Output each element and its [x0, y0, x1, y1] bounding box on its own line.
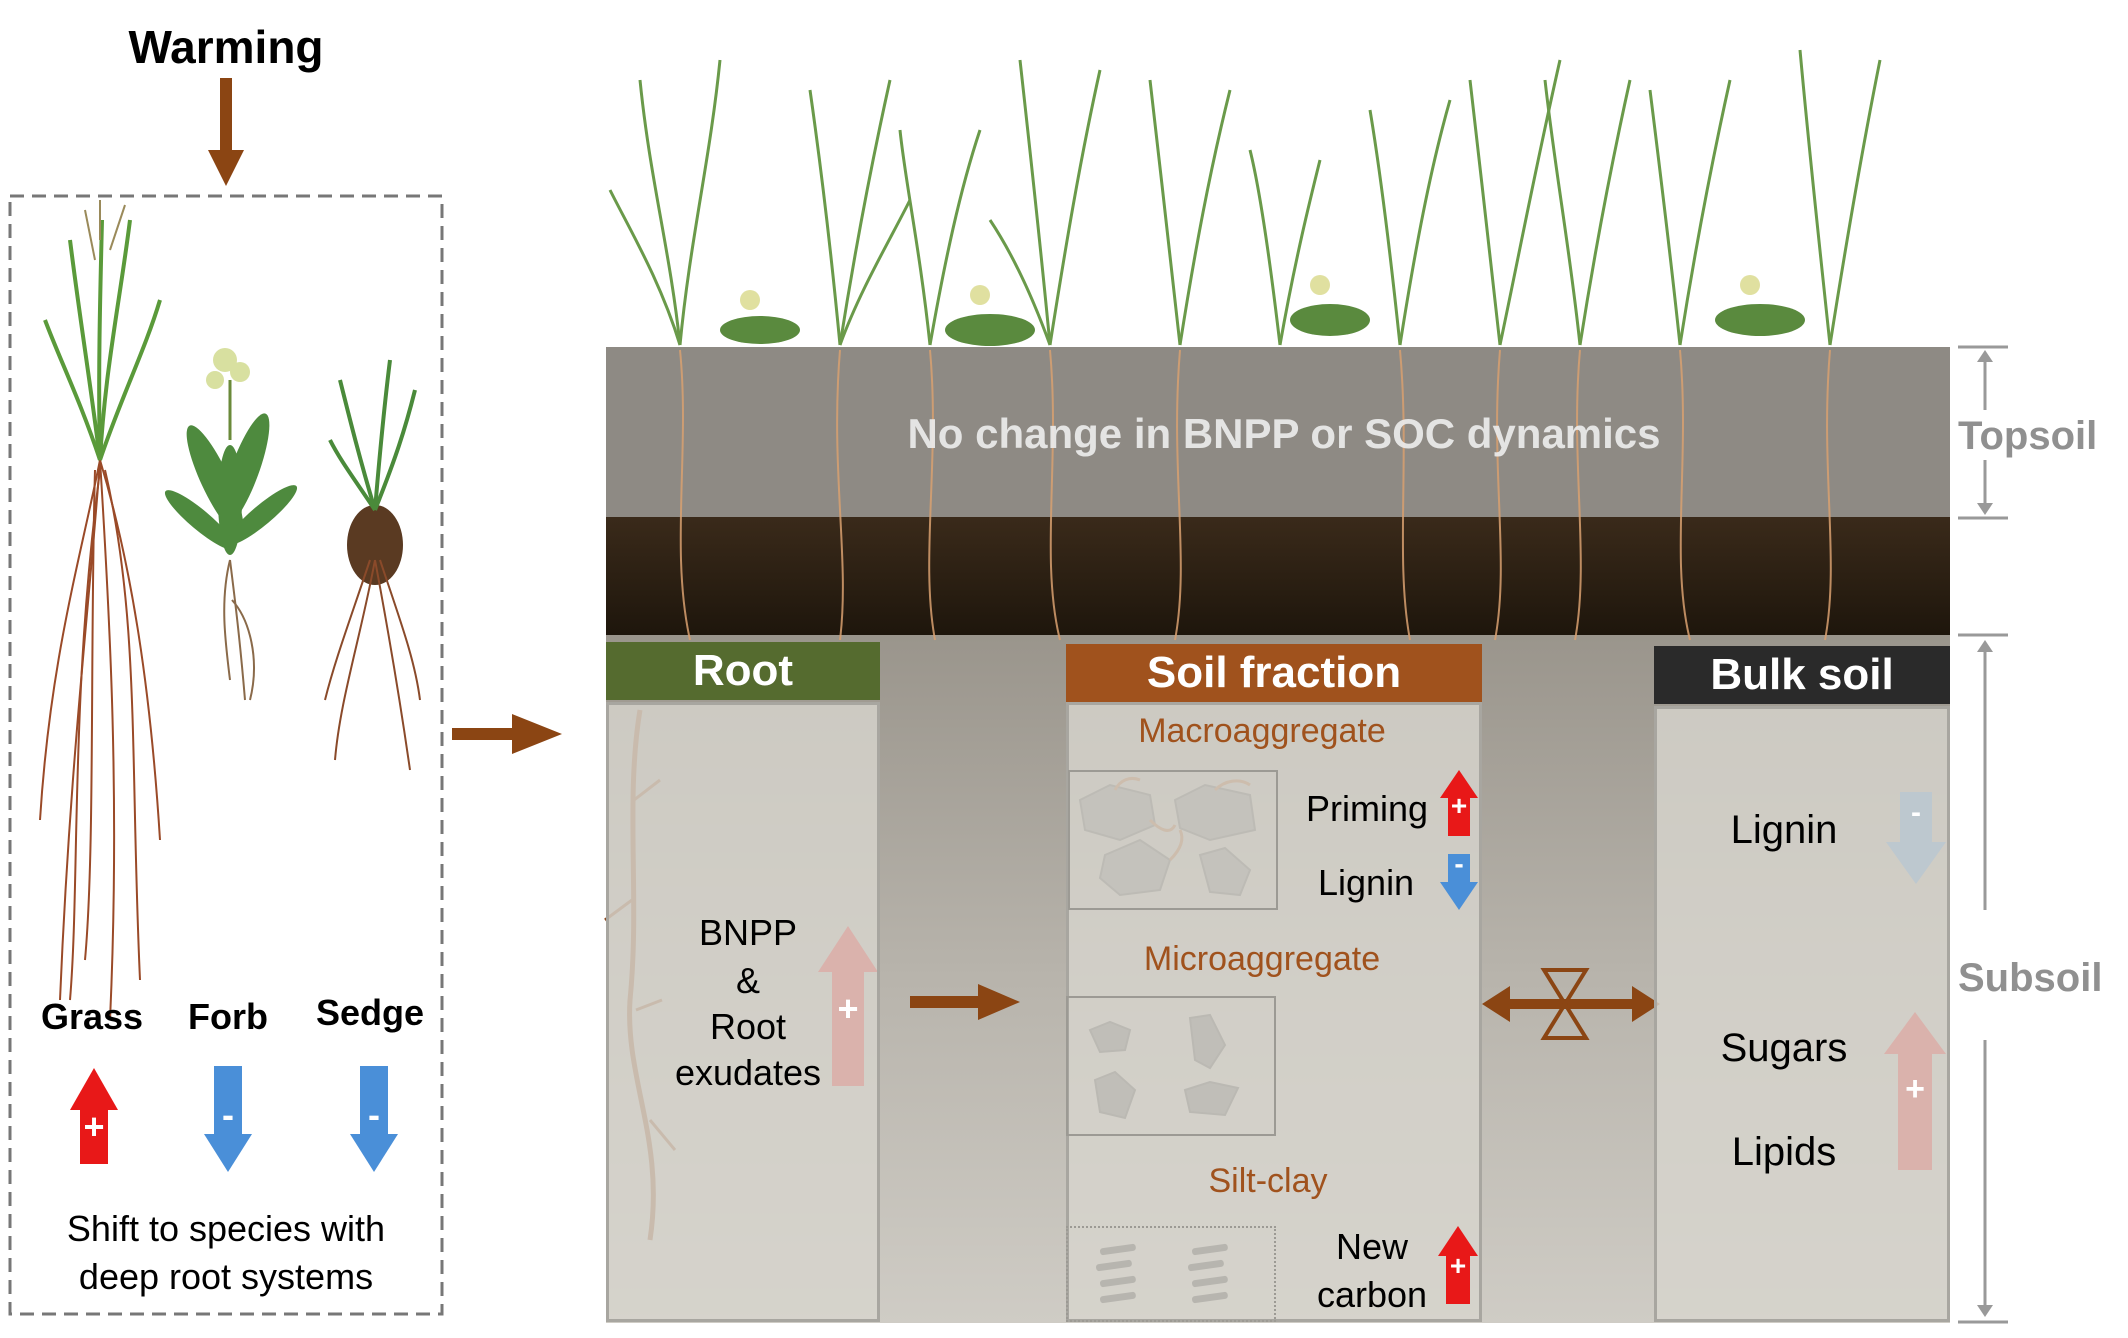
root-panel	[606, 702, 880, 1322]
microaggregate-label: Microaggregate	[1143, 940, 1381, 978]
flow-arrow-root-to-fraction	[910, 984, 1020, 1020]
new-carbon-line1: New	[1335, 1226, 1409, 1267]
grass-up-arrow	[70, 1068, 118, 1164]
bulk-lignin-label: Lignin	[1730, 808, 1838, 852]
priming-label: Priming	[1306, 788, 1429, 829]
bulk-soil-panel	[1654, 706, 1950, 1322]
fraction-lignin-sign: -	[1454, 848, 1464, 879]
topsoil-message: No change in BNPP or SOC dynamics	[907, 410, 1661, 457]
sugars-label: Sugars	[1720, 1026, 1848, 1070]
species-caption-line1: Shift to species with	[66, 1208, 386, 1249]
subsoil-bracket	[1958, 633, 2008, 1324]
silt-clay-label: Silt-clay	[1208, 1162, 1328, 1200]
topsoil-label: Topsoil	[1958, 414, 2098, 458]
root-sign: +	[837, 988, 859, 1029]
lipids-label: Lipids	[1731, 1130, 1837, 1174]
flow-arrow-species-to-profile	[452, 714, 562, 754]
warming-arrow	[208, 78, 244, 186]
species-label-sedge: Sedge	[315, 992, 425, 1033]
root-text-and: &	[735, 960, 761, 1001]
subsoil-label: Subsoil	[1958, 956, 2103, 1000]
species-label-grass: Grass	[40, 996, 144, 1037]
root-text-root: Root	[709, 1006, 787, 1047]
sedge-down-arrow	[350, 1066, 398, 1172]
topsoil-bracket	[1958, 345, 2008, 520]
macroaggregate-box	[1068, 770, 1278, 910]
new-carbon-line2: carbon	[1316, 1274, 1428, 1315]
bulk-sugars-lipids-sign: +	[1905, 1070, 1925, 1108]
sedge-sign: -	[368, 1094, 380, 1135]
grass-plant-illustration	[39, 200, 162, 1021]
grass-sign: +	[83, 1106, 105, 1147]
canopy-grass	[608, 49, 1882, 346]
forb-sign: -	[222, 1094, 234, 1135]
soil-fraction-header: Soil fraction	[1066, 644, 1482, 702]
fraction-lignin-label: Lignin	[1318, 862, 1415, 903]
bulk-lignin-sign: -	[1911, 796, 1921, 829]
sedge-plant-illustration	[324, 359, 421, 771]
bulk-soil-header: Bulk soil	[1654, 646, 1950, 704]
forb-plant-illustration	[164, 348, 298, 701]
soil-roots	[679, 349, 1832, 641]
root-text-bnpp: BNPP	[698, 912, 798, 953]
root-header: Root	[606, 642, 880, 700]
species-label-forb: Forb	[188, 996, 268, 1037]
silt-clay-box	[1066, 1226, 1276, 1322]
root-text-exudates: exudates	[674, 1052, 822, 1093]
new-carbon-sign: +	[1449, 1250, 1467, 1281]
warming-title: Warming	[128, 21, 324, 73]
priming-sign: +	[1450, 790, 1468, 821]
canopy-flowers	[740, 275, 1760, 310]
macroaggregate-label: Macroaggregate	[1138, 712, 1386, 750]
microaggregate-box	[1066, 996, 1276, 1136]
species-panel	[8, 194, 444, 1316]
canopy-forbs	[720, 304, 1805, 346]
forb-down-arrow	[204, 1066, 252, 1172]
species-caption-line2: deep root systems	[78, 1256, 374, 1297]
